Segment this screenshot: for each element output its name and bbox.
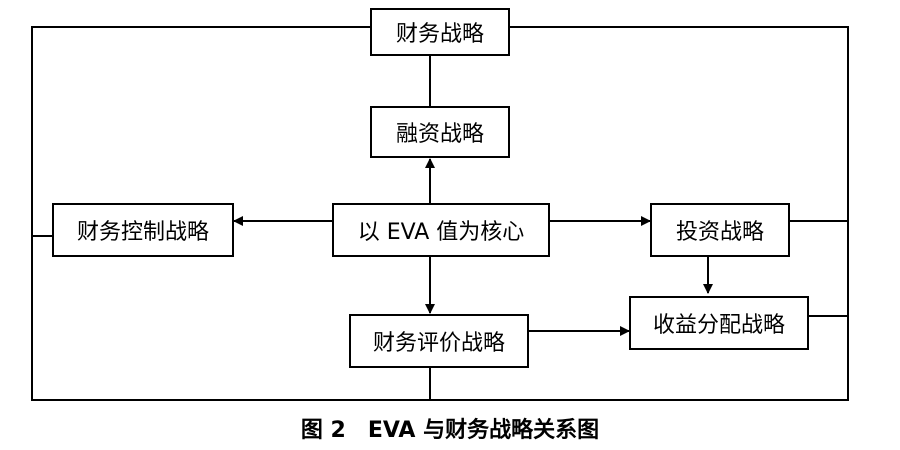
node-financial-strategy: 财务战略 [370,8,510,56]
node-financing-strategy: 融资战略 [370,106,510,158]
node-financial-control-strategy: 财务控制战略 [52,203,234,257]
outer-frame-line [31,26,849,401]
node-investment-strategy: 投资战略 [650,203,790,257]
figure-caption: 图 2 EVA 与财务战略关系图 [300,418,600,443]
node-eva-core: 以 EVA 值为核心 [332,203,550,257]
node-financial-evaluation-strategy: 财务评价战略 [349,314,529,368]
node-income-distribution-strategy: 收益分配战略 [629,296,809,350]
